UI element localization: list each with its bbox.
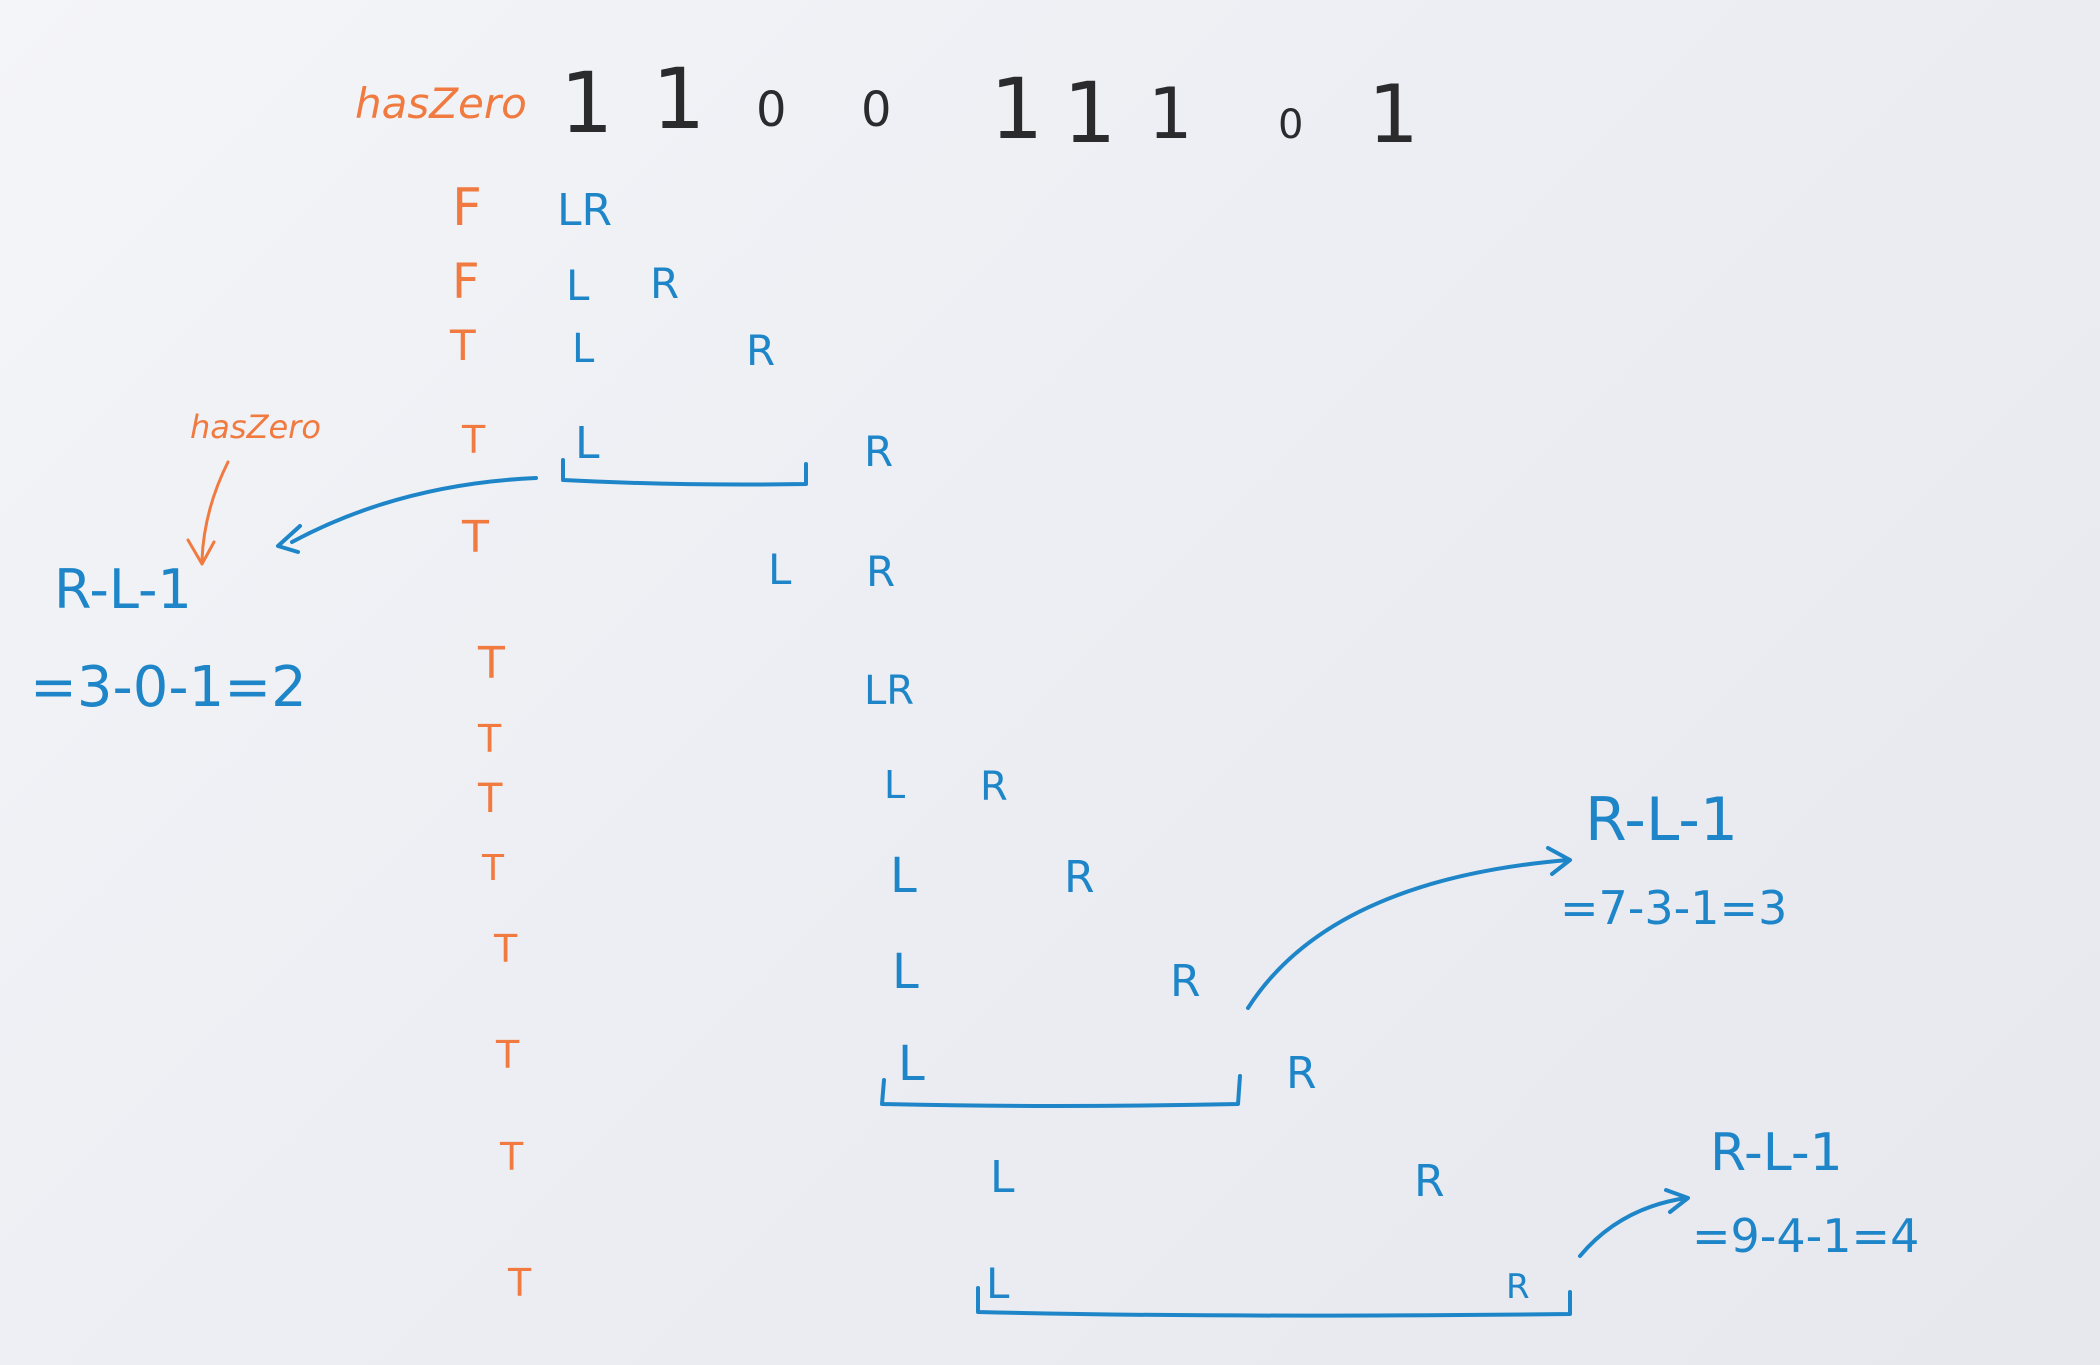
window-bracket-3 bbox=[976, 1286, 1572, 1318]
row-10-pointer-r: R bbox=[1286, 1048, 1317, 1099]
note-mid-result: =7-3-1=3 bbox=[1560, 881, 1787, 935]
note-bottom-formula: R-L-1 bbox=[1710, 1123, 1843, 1183]
row-4-flag: T bbox=[461, 512, 489, 563]
arrow-left-head bbox=[276, 524, 302, 554]
row-11-flag: T bbox=[499, 1135, 524, 1179]
row-4-pointer-r: R bbox=[866, 547, 895, 596]
bit-0: 1 bbox=[560, 54, 613, 152]
row-3-pointer-l: L bbox=[575, 418, 600, 469]
arrow-mid-curve bbox=[1246, 858, 1570, 1010]
arrow-mid-head bbox=[1546, 846, 1572, 876]
bit-7: 0 bbox=[1278, 102, 1303, 148]
bit-1: 1 bbox=[652, 50, 705, 148]
window-bracket-1 bbox=[561, 458, 808, 487]
arrow-bottom-curve bbox=[1578, 1196, 1688, 1258]
row-3-pointer-r: R bbox=[864, 427, 893, 476]
arrow-bottom-head bbox=[1664, 1188, 1690, 1214]
haszero-arrow-curve bbox=[200, 460, 230, 562]
row-6-flag: T bbox=[477, 717, 502, 761]
row-12-flag: T bbox=[507, 1261, 532, 1305]
row-5-flag: T bbox=[477, 638, 505, 689]
note-mid: R-L-1 =7-3-1=3 bbox=[1560, 785, 1787, 935]
bit-5: 1 bbox=[1063, 64, 1116, 162]
row-3-flag: T bbox=[461, 418, 486, 462]
row-7-flag: T bbox=[477, 776, 503, 822]
row-1-pointer-r: R bbox=[650, 259, 679, 308]
row-0-pointer-lr: LR bbox=[557, 185, 612, 236]
window-bracket-2 bbox=[880, 1074, 1242, 1108]
row-8-pointer-l: L bbox=[890, 848, 917, 904]
note-left-haszero-label: hasZero bbox=[190, 408, 321, 446]
row-11-pointer-r: R bbox=[1414, 1156, 1445, 1207]
note-left: hasZero R-L-1 =3-0-1=2 bbox=[30, 408, 321, 720]
bit-2: 0 bbox=[756, 82, 787, 138]
row-5-pointer-lr: LR bbox=[864, 668, 914, 714]
bit-8: 1 bbox=[1368, 68, 1419, 161]
row-1-pointer-l: L bbox=[566, 261, 590, 310]
row-0-flag: F bbox=[452, 178, 482, 238]
arrows bbox=[186, 460, 1690, 1258]
row-2-pointer-l: L bbox=[572, 326, 595, 372]
arrow-left-curve bbox=[290, 476, 538, 544]
row-2-pointer-r: R bbox=[746, 326, 775, 375]
row-4-pointer-l: L bbox=[768, 545, 792, 594]
row-12-pointer-r: R bbox=[1506, 1267, 1530, 1307]
haszero-arrow-head bbox=[186, 538, 216, 566]
flag-column: F F T T T T T T T T T T T bbox=[449, 178, 532, 1305]
row-8-flag: T bbox=[481, 848, 505, 889]
note-bottom: R-L-1 =9-4-1=4 bbox=[1692, 1123, 1919, 1263]
row-9-flag: T bbox=[493, 927, 518, 971]
bit-array: 1 1 0 0 1 1 1 0 1 bbox=[560, 50, 1419, 162]
row-2-flag: T bbox=[449, 321, 476, 370]
pointer-labels: LR L R L R L R L R LR L R L R L R L R L … bbox=[557, 185, 1530, 1308]
row-7-pointer-l: L bbox=[884, 763, 905, 807]
row-1-flag: F bbox=[452, 254, 480, 310]
row-7-pointer-r: R bbox=[980, 764, 1008, 810]
bit-6: 1 bbox=[1148, 73, 1193, 155]
window-brackets bbox=[561, 458, 1572, 1318]
note-bottom-result: =9-4-1=4 bbox=[1692, 1209, 1919, 1263]
row-9-pointer-l: L bbox=[892, 944, 919, 1000]
bit-4: 1 bbox=[990, 60, 1043, 158]
row-11-pointer-l: L bbox=[990, 1152, 1015, 1203]
bit-3: 0 bbox=[861, 82, 892, 138]
note-left-formula: R-L-1 bbox=[54, 558, 192, 621]
header-haszero-label: hasZero bbox=[355, 79, 527, 128]
note-mid-formula: R-L-1 bbox=[1585, 785, 1738, 855]
row-12-pointer-l: L bbox=[986, 1259, 1010, 1308]
row-10-pointer-l: L bbox=[898, 1036, 925, 1092]
row-10-flag: T bbox=[495, 1033, 520, 1077]
note-left-result: =3-0-1=2 bbox=[30, 655, 307, 720]
row-9-pointer-r: R bbox=[1170, 956, 1201, 1007]
row-8-pointer-r: R bbox=[1064, 852, 1095, 903]
